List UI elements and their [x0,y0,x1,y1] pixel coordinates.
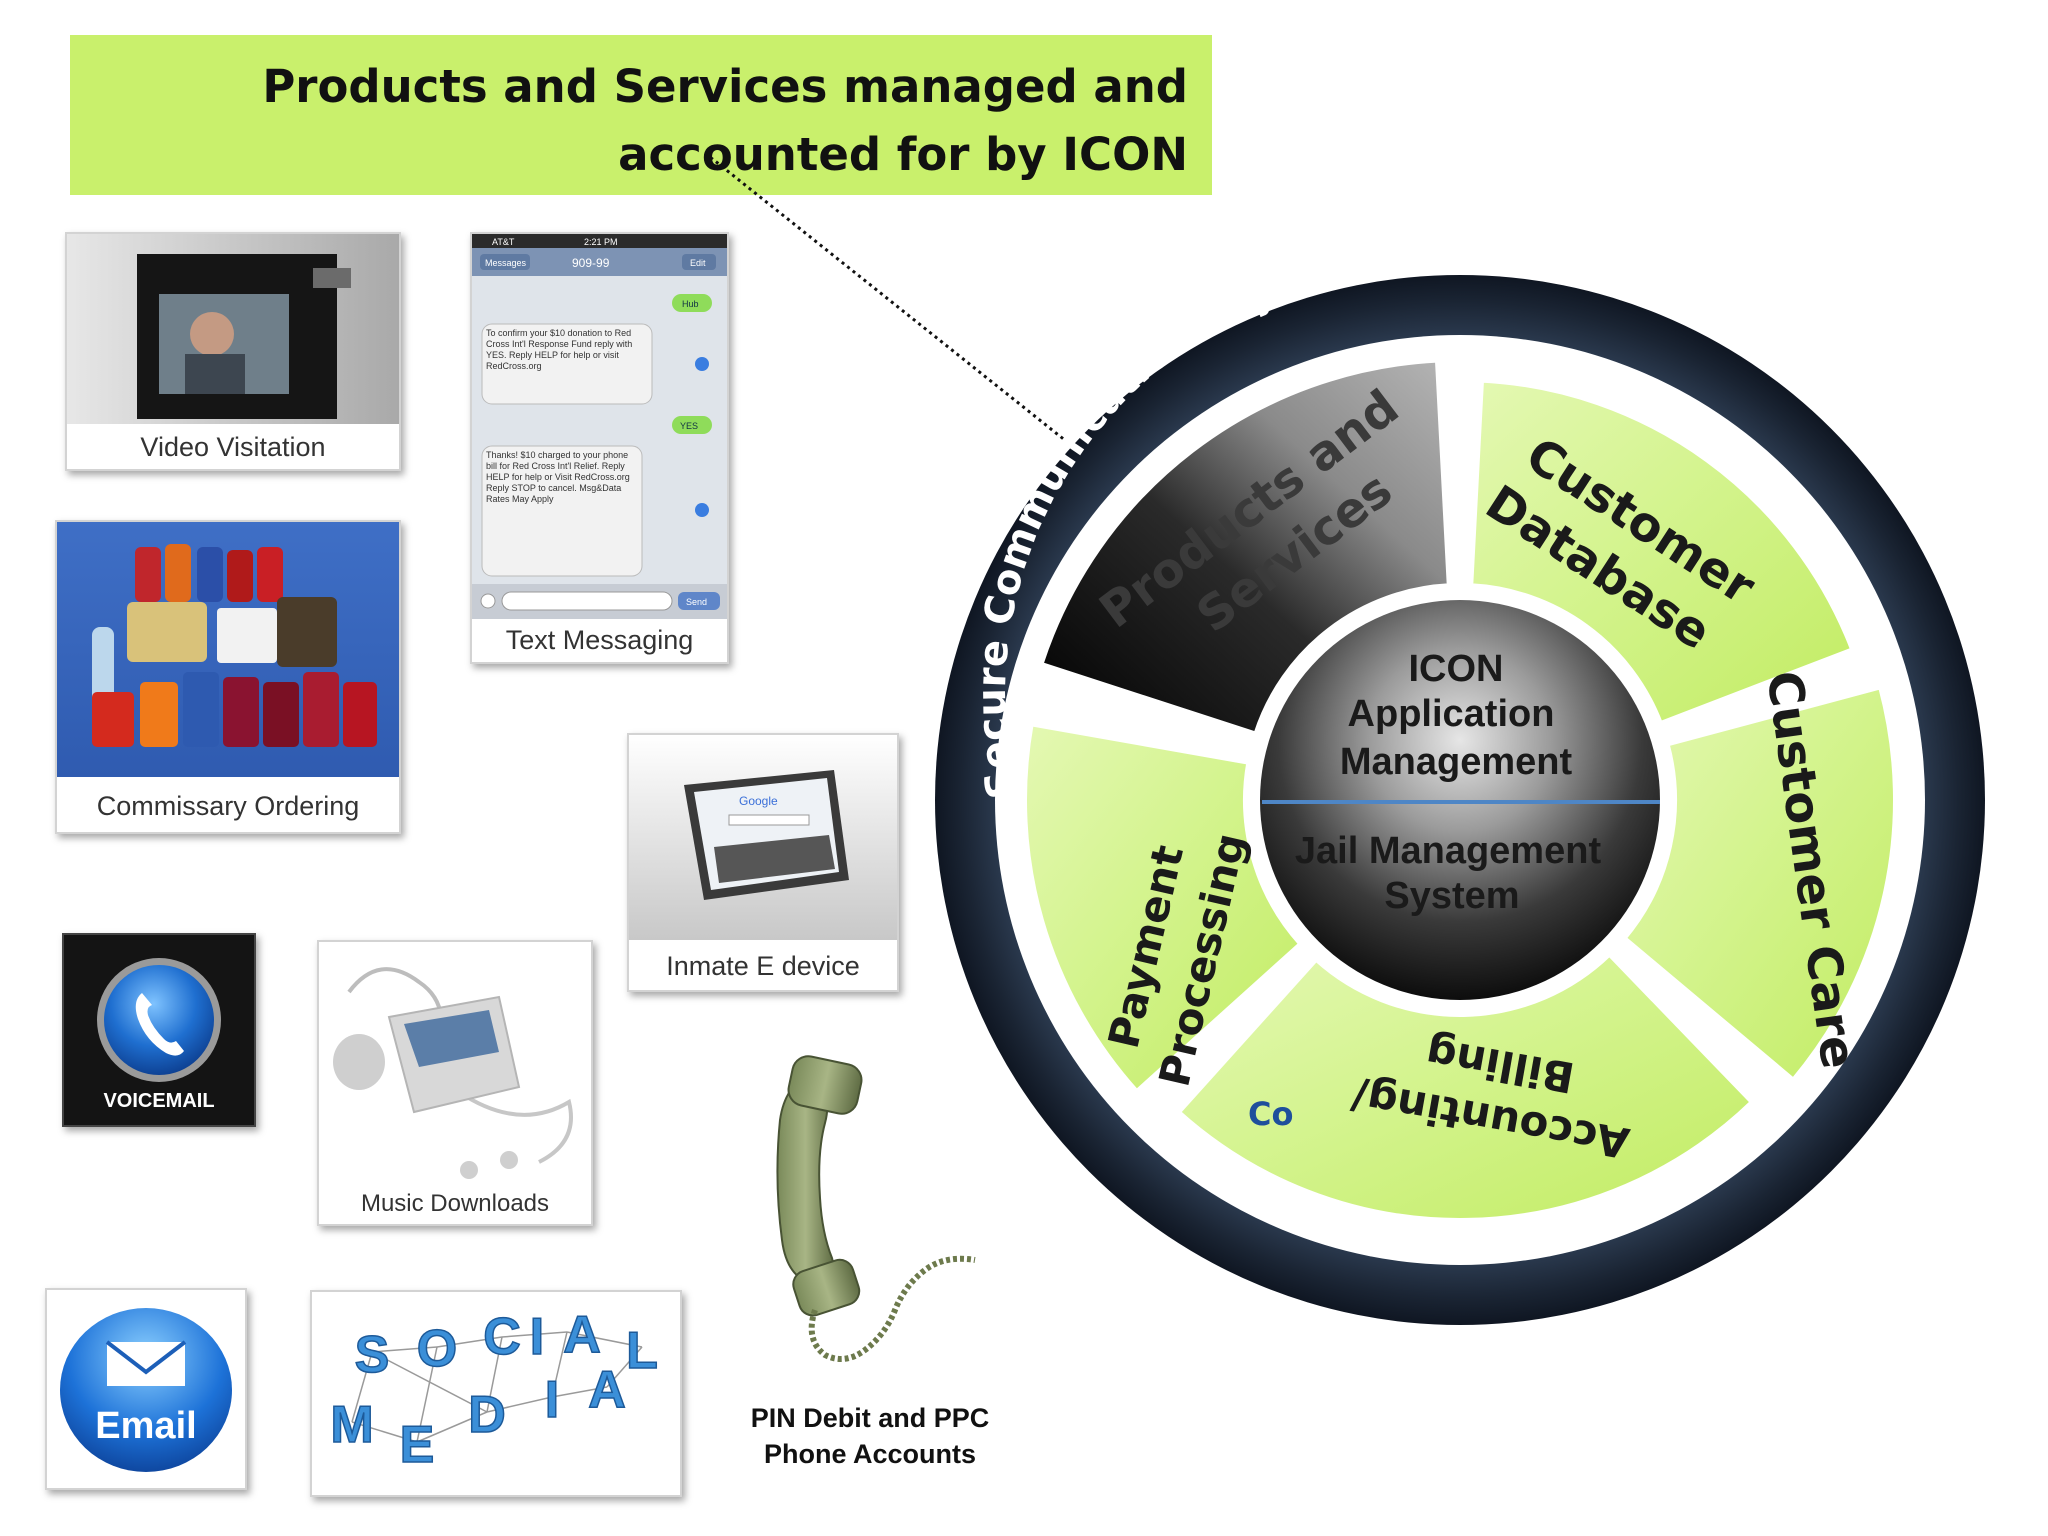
partial-hidden-label: Co [1248,1095,1293,1133]
text-messaging-caption: Text Messaging [472,619,727,662]
video-visitation-image [67,234,399,424]
wedge-customer-care [1621,684,1897,1083]
email-label: Email [95,1405,196,1447]
inmate-e-device-caption: Inmate E device [629,942,897,990]
commissary-ordering-tile[interactable]: Commissary Ordering [55,520,401,834]
send-button[interactable]: Send [686,597,707,607]
music-downloads-tile[interactable]: Music Downloads [317,940,593,1226]
social-letter-i: I [530,1308,544,1366]
voicemail-tile[interactable]: VOICEMAIL [62,933,256,1127]
message-bubble-1: To confirm your $10 donation to Red Cros… [486,328,633,371]
email-icon: Email [47,1290,245,1488]
text-messaging-phone-screen: AT&T 2:21 PM Messages 909-99 Edit Hub To… [472,234,727,619]
wedge-payment-processing [1023,722,1304,1094]
edit-button[interactable]: Edit [690,258,706,268]
banner-title: Products and Services managed and accoun… [188,53,1188,189]
social-letter-a2: A [588,1361,626,1419]
conversation-number: 909-99 [572,256,610,270]
banner-title-line2: accounted for by ICON [618,128,1188,181]
social-letter-l: L [626,1322,658,1380]
clock-label: 2:21 PM [584,237,618,247]
social-letter-m: M [330,1396,373,1454]
hub-bottom-line1: Jail Management [1295,830,1602,872]
video-visitation-tile[interactable]: Video Visitation [65,232,401,471]
pin-debit-caption-line2: Phone Accounts [763,1439,977,1469]
social-letter-o: O [417,1320,457,1378]
social-media-graphic: S O C I A L M E D I A [312,1292,680,1495]
message-bubble-2: Thanks! $10 charged to your phone bill f… [486,450,630,504]
social-letter-e: E [400,1416,435,1474]
banner-title-line1: Products and Services managed and [262,60,1188,113]
inmate-e-device-tile[interactable]: Google Inmate E device [627,733,899,992]
social-letter-d: D [468,1386,506,1444]
wedge-accounting-billing [1176,951,1755,1222]
pin-debit-caption-line1: PIN Debit and PPC [750,1403,990,1433]
wedge-products-services [1039,358,1451,737]
music-downloads-image [319,942,591,1224]
commissary-ordering-caption: Commissary Ordering [57,780,399,832]
title-banner: Products and Services managed and accoun… [70,35,1212,195]
social-letter-c: C [483,1308,521,1366]
wedge-customer-database [1469,378,1855,726]
hub-top-line3: Management [1340,741,1573,783]
voicemail-label: VOICEMAIL [103,1090,214,1112]
text-messaging-tile[interactable]: AT&T 2:21 PM Messages 909-99 Edit Hub To… [470,232,729,664]
email-tile[interactable]: Email [45,1288,247,1490]
messages-back-button[interactable]: Messages [485,258,527,268]
pin-debit-caption: PIN Debit and PPC Phone Accounts [705,1400,1035,1472]
voicemail-icon: VOICEMAIL [64,935,254,1125]
video-visitation-caption: Video Visitation [67,425,399,469]
inmate-e-device-image: Google [629,735,897,940]
music-downloads-caption: Music Downloads [360,1190,550,1217]
social-letter-a: A [563,1306,601,1364]
carrier-label: AT&T [492,237,515,247]
social-letter-i2: I [545,1371,559,1429]
phone-receiver-icon [776,1055,976,1362]
hub-top-line1: ICON [1409,648,1504,690]
social-media-tile[interactable]: S O C I A L M E D I A [310,1290,682,1497]
google-logo: Google [739,794,778,808]
commissary-ordering-image [57,522,399,777]
hub-top-line2: Application [1348,693,1555,735]
bubble-hub: Hub [682,299,699,309]
hub-bottom-line2: System [1384,875,1519,917]
bubble-yes: YES [680,421,698,431]
social-letter-s: S [355,1326,390,1384]
